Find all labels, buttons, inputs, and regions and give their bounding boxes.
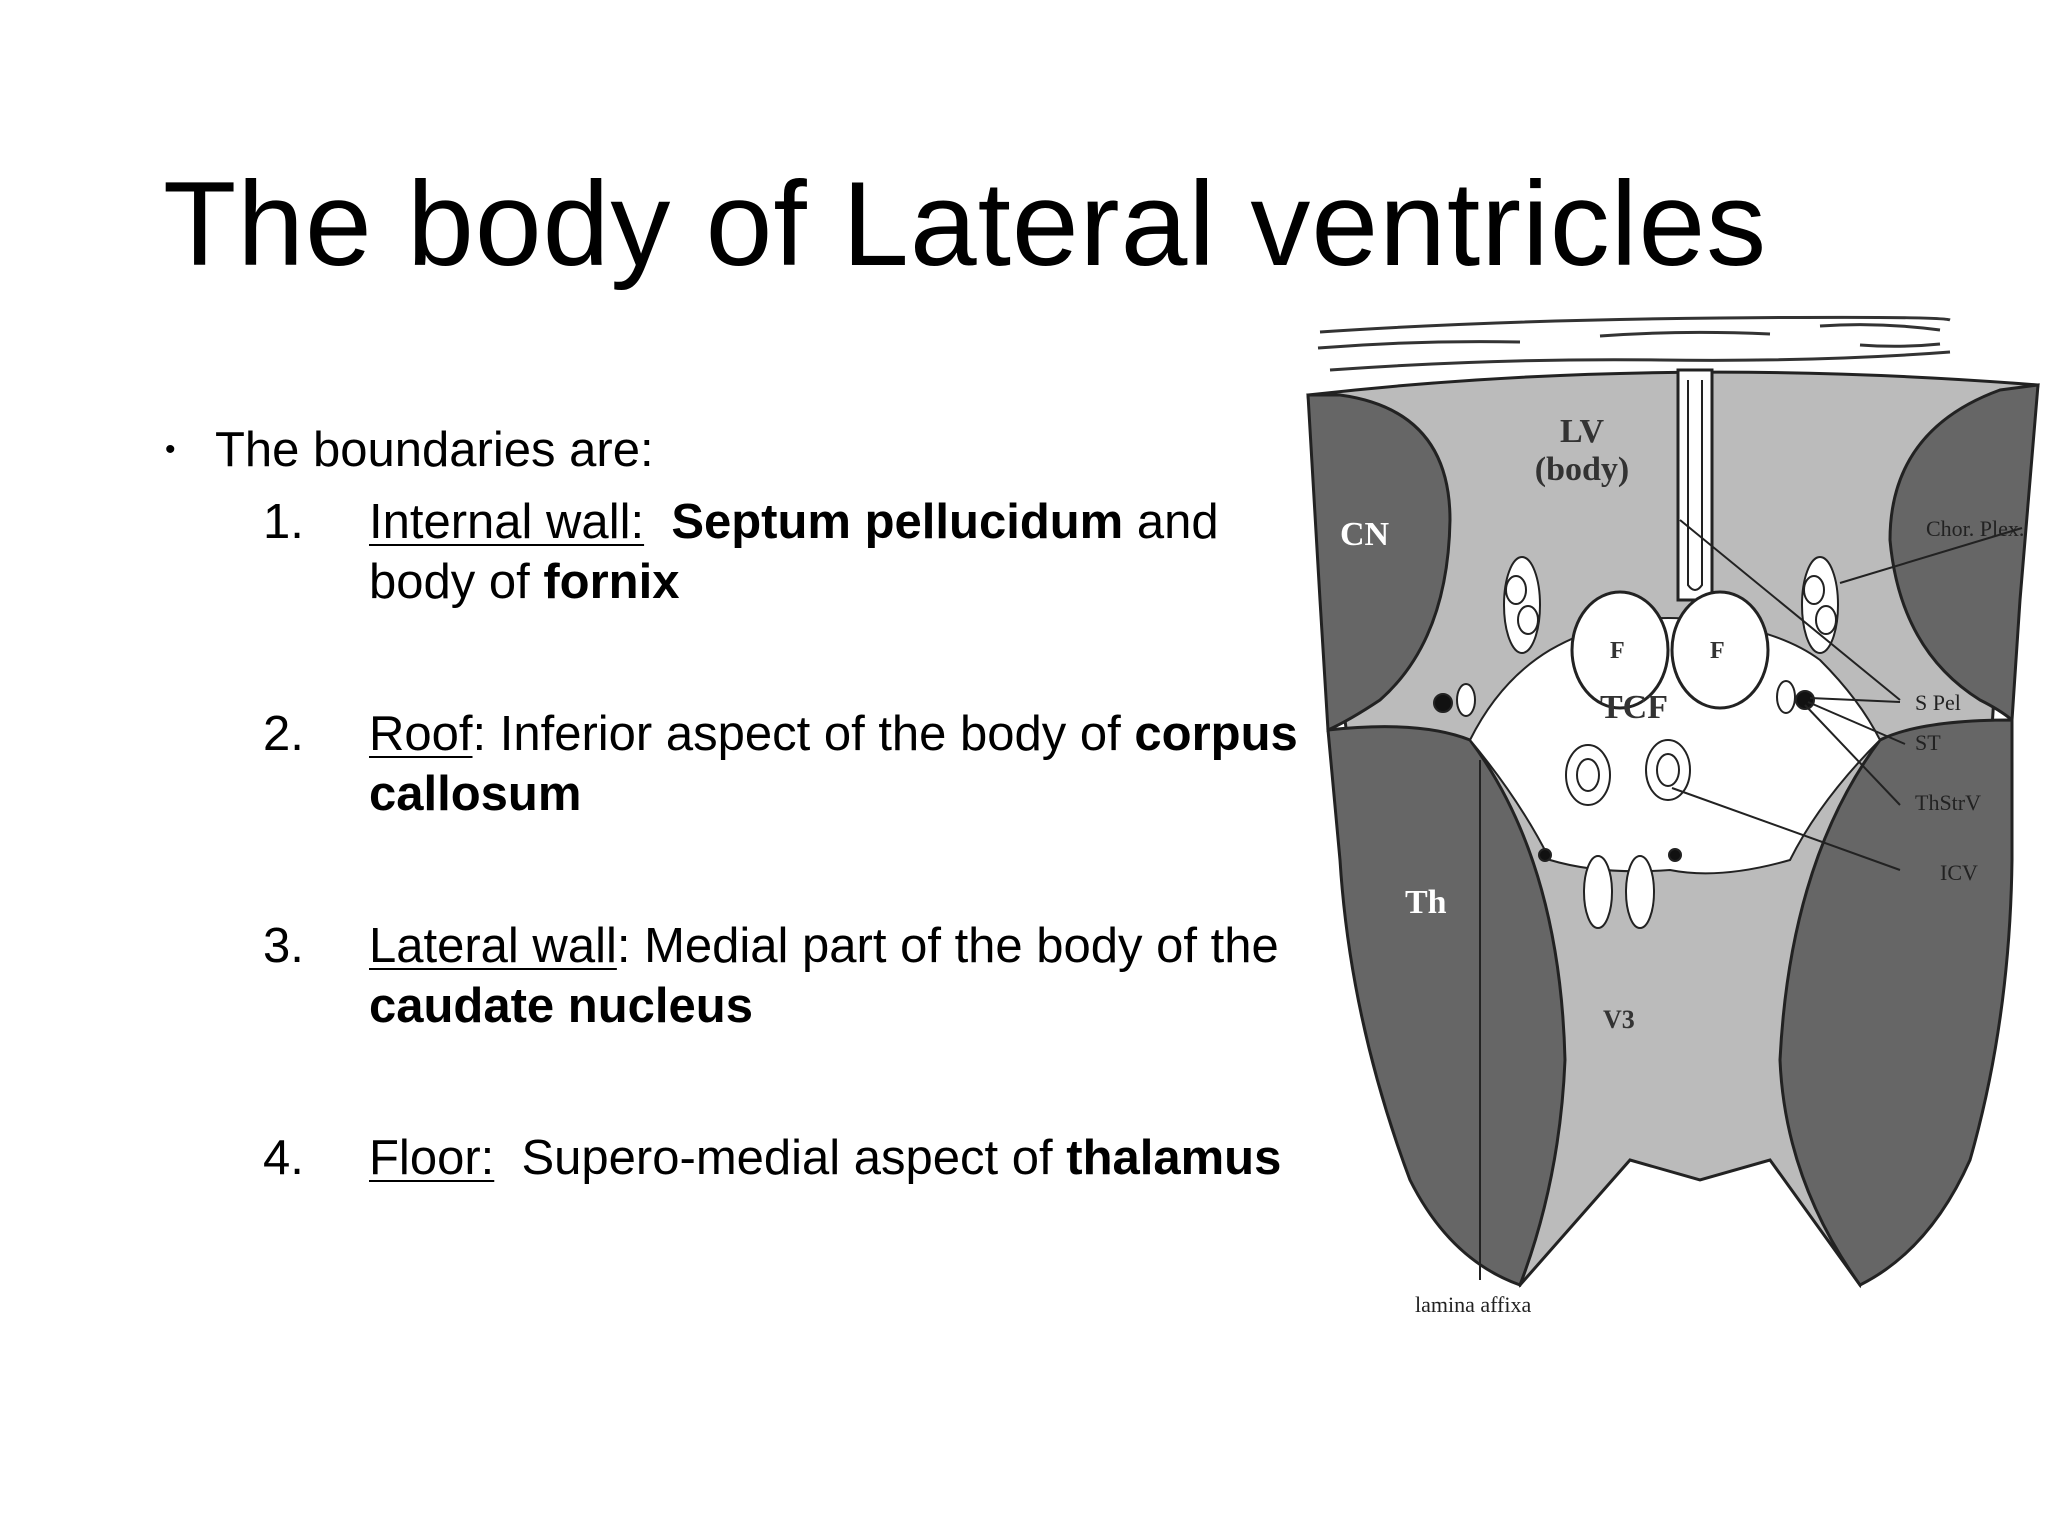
ventricle-diagram: LV (body) CN Th F F TCF V3 Chor. Plex. S… [1300, 300, 2048, 1340]
item-term: caudate nucleus [369, 979, 753, 1033]
boundaries-content: • The boundaries are: 1. Internal wall: … [163, 420, 1303, 1280]
item-separator: Supero-medial aspect of [494, 1131, 1067, 1185]
item-separator: : Inferior aspect of the body of [472, 707, 1135, 761]
item-number: 1. [263, 495, 304, 549]
bullet-dot-icon: • [165, 433, 176, 466]
item-term: thalamus [1066, 1131, 1282, 1185]
label-thstrv: ThStrV [1915, 790, 1981, 815]
pointer-lines [1479, 519, 2023, 1280]
item-term: fornix [543, 555, 680, 609]
item-separator: : Medial part of the body of the [616, 919, 1279, 973]
choroid-plexus [1503, 556, 1839, 929]
label-f-left: F [1610, 638, 1625, 664]
item-connector: and body of [369, 495, 1219, 609]
item-heading: Floor: [369, 1131, 495, 1185]
caudate-nucleus-left [1306, 393, 1452, 733]
label-lv: LV [1560, 413, 1605, 450]
item-heading: Internal wall: [369, 495, 645, 549]
caudate-nucleus-right [1888, 383, 2040, 724]
label-v3: V3 [1603, 1005, 1635, 1034]
boundaries-list: 1. Internal wall: Septum pellucidum and … [163, 492, 1303, 1188]
item-number: 3. [263, 919, 304, 973]
item-heading: Roof [369, 707, 473, 761]
internal-cerebral-veins [1565, 739, 1691, 806]
label-lamina-affixa: lamina affixa [1415, 1292, 1531, 1317]
diagram-labels: LV (body) CN Th F F TCF V3 Chor. Plex. S… [1340, 413, 2024, 1317]
stria-terminalis-structures [1433, 680, 1815, 862]
label-lv-body: (body) [1535, 451, 1629, 488]
boundary-floor: 4. Floor: Supero-medial aspect of thalam… [163, 1128, 1303, 1188]
corpus-callosum-lines [1317, 315, 1951, 372]
slide-title: The body of Lateral ventricles [163, 157, 1768, 291]
label-tcf: TCF [1600, 689, 1668, 726]
item-number: 4. [263, 1131, 304, 1185]
item-term: corpus callosum [369, 707, 1298, 821]
boundary-internal-wall: 1. Internal wall: Septum pellucidum and … [163, 492, 1303, 612]
item-heading: Lateral wall [369, 919, 617, 973]
septum-pellucidum [1676, 368, 1714, 602]
label-icv: ICV [1940, 860, 1978, 885]
intro-bullet: • The boundaries are: [163, 420, 1303, 480]
boundary-lateral-wall: 3. Lateral wall: Medial part of the body… [163, 916, 1303, 1036]
label-chor-plex: Chor. Plex. [1926, 516, 2024, 541]
label-cn: CN [1340, 516, 1390, 553]
label-th: Th [1405, 884, 1447, 921]
intro-text: The boundaries are: [215, 423, 654, 477]
label-s-pel: S Pel [1915, 690, 1961, 715]
fornix-left [1570, 590, 1670, 710]
item-separator [644, 495, 671, 549]
boundary-roof: 2. Roof: Inferior aspect of the body of … [163, 704, 1303, 824]
fornix-right [1670, 590, 1770, 710]
item-term: Septum pellucidum [671, 495, 1124, 549]
label-f-right: F [1710, 638, 1725, 664]
item-number: 2. [263, 707, 304, 761]
label-st: ST [1915, 730, 1941, 755]
